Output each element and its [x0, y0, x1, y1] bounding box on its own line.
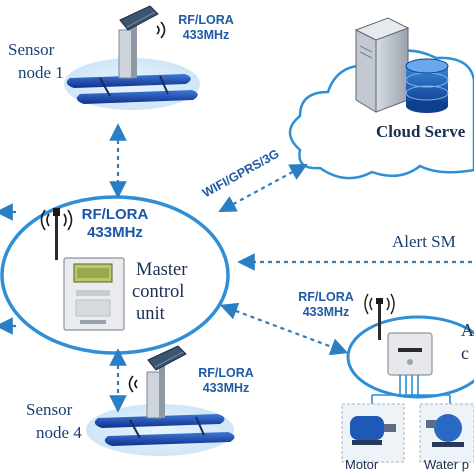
cloud-server-label: Cloud Serve [376, 122, 466, 141]
sensor-node-1 [64, 5, 200, 110]
actuator-rf-line1: RF/LORA [298, 290, 354, 304]
sensor-node-4 [86, 345, 235, 456]
sensor-node-1-rf-line1: RF/LORA [178, 13, 234, 27]
actuator-wires [371, 375, 451, 405]
database-icon [405, 58, 449, 113]
actuator-wifi-icon [364, 293, 395, 315]
actuator-clipped-line1: A [461, 320, 474, 340]
actuator-ellipse [346, 315, 474, 399]
master-wifi-icon [40, 209, 73, 231]
master-rf-line1: RF/LORA [81, 206, 149, 223]
sensor-node-1-rf-line2: 433MHz [182, 28, 230, 42]
alert-sms-label: Alert SM [392, 232, 456, 251]
actuator-node [341, 293, 474, 463]
cloud-server [288, 17, 474, 180]
actuator-device [387, 332, 433, 376]
actuator-clipped-line2: c [461, 343, 469, 363]
sensor-node-4-name-line1: Sensor [26, 400, 73, 419]
sensor-node-4-wifi-icon [128, 375, 138, 393]
actuator-antenna-icon [376, 298, 383, 340]
sensor-node-1-station [118, 5, 159, 79]
sensor-node-1-name-line2: node 1 [18, 63, 64, 82]
master-device [63, 257, 125, 331]
sensor-node-1-name-line1: Sensor [8, 40, 55, 59]
sensor-node-4-rf-line2: 433MHz [202, 381, 250, 395]
motor-label: Motor [345, 457, 379, 472]
master-label-line2: control [132, 282, 185, 302]
server-icon [354, 17, 410, 113]
sensor-node-4-station [146, 345, 187, 419]
sensor-node-4-rf-line1: RF/LORA [198, 366, 254, 380]
sensor-node-1-wifi-icon [156, 21, 166, 39]
arrow-master-actuator [219, 302, 349, 356]
water-pump-icon [419, 403, 474, 463]
sensor-node-4-name-line2: node 4 [36, 423, 82, 442]
dashed-connections [0, 123, 472, 413]
sensor-node-4-pontoons [94, 414, 235, 446]
arrow-master-cloud [218, 163, 308, 213]
actuator-rf-line2: 433MHz [302, 305, 350, 319]
master-label-line1: Master [136, 260, 188, 280]
master-label-line3: unit [136, 304, 165, 324]
master-antenna-icon [53, 208, 60, 260]
sensor-node-1-pontoons [66, 74, 198, 104]
water-pump-label: Water p [424, 457, 470, 472]
motor-icon [341, 403, 405, 463]
master-rf-line2: 433MHz [87, 224, 143, 241]
